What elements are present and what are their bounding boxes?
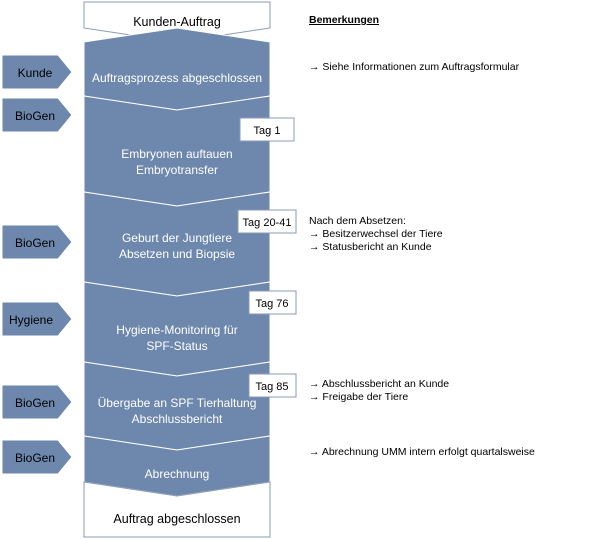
day-tag-76-label: Tag 76 — [255, 298, 288, 310]
remark-order-info: → Siehe Informationen zum Auftragsformul… — [309, 61, 520, 73]
day-tag-1-label: Tag 1 — [254, 125, 281, 137]
day-tag-85 — [248, 373, 297, 398]
flow-step-hygiene-line1: Hygiene-Monitoring für — [116, 323, 237, 337]
remark-weaning-title: Nach dem Absetzen: — [309, 215, 406, 227]
flow-step-order — [83, 27, 271, 111]
flow-step-embryo-line1: Embryonen auftauen — [121, 147, 232, 161]
flow-step-handover-line2: Abschlussbericht — [132, 412, 223, 426]
actor-label-hygiene: Hygiene — [9, 313, 53, 327]
actor-arrow-biogen-2 — [1, 224, 73, 260]
actor-label-kunde: Kunde — [18, 66, 53, 80]
remarks-header: Bemerkungen — [309, 14, 380, 26]
flow-step-order-label: Auftragsprozess abgeschlossen — [92, 71, 262, 85]
actor-label-biogen-1: BioGen — [15, 109, 55, 123]
flow-step-embryo-line2: Embryotransfer — [136, 163, 218, 177]
actor-arrow-biogen-1 — [1, 97, 73, 133]
day-tag-76 — [248, 290, 297, 315]
flow-step-birth-line1: Geburt der Jungtiere — [122, 231, 232, 245]
flow-step-birth-line2: Absetzen und Biopsie — [119, 247, 235, 261]
actor-arrow-biogen-4 — [1, 439, 73, 475]
actor-label-biogen-2: BioGen — [15, 236, 55, 250]
remark-owner-change: → Besitzerwechsel der Tiere — [309, 228, 443, 240]
day-tag-85-label: Tag 85 — [255, 381, 288, 393]
day-tag-20-41-label: Tag 20-41 — [243, 217, 292, 229]
remark-final-report: → Abschlussbericht an Kunde — [309, 378, 450, 390]
remark-release-animals: → Freigabe der Tiere — [309, 391, 409, 403]
remark-billing: → Abrechnung UMM intern erfolgt quartals… — [309, 446, 535, 458]
actor-label-biogen-4: BioGen — [15, 451, 55, 465]
actor-label-biogen-3: BioGen — [15, 396, 55, 410]
day-tag-1 — [239, 117, 295, 142]
actor-arrow-kunde — [1, 54, 73, 90]
flow-step-hygiene-line2: SPF-Status — [146, 339, 207, 353]
day-tag-20-41 — [237, 209, 297, 234]
actor-arrow-hygiene — [1, 301, 73, 337]
flow-end-label: Auftrag abgeschlossen — [113, 512, 240, 526]
flow-step-handover-line1: Übergabe an SPF Tierhaltung — [98, 396, 257, 410]
flow-start-label: Kunden-Auftrag — [133, 15, 221, 29]
flow-end-box — [83, 481, 271, 538]
flow-step-billing-label: Abrechnung — [145, 467, 210, 481]
actor-arrow-biogen-3 — [1, 384, 73, 420]
remark-status-report: → Statusbericht an Kunde — [309, 241, 432, 253]
